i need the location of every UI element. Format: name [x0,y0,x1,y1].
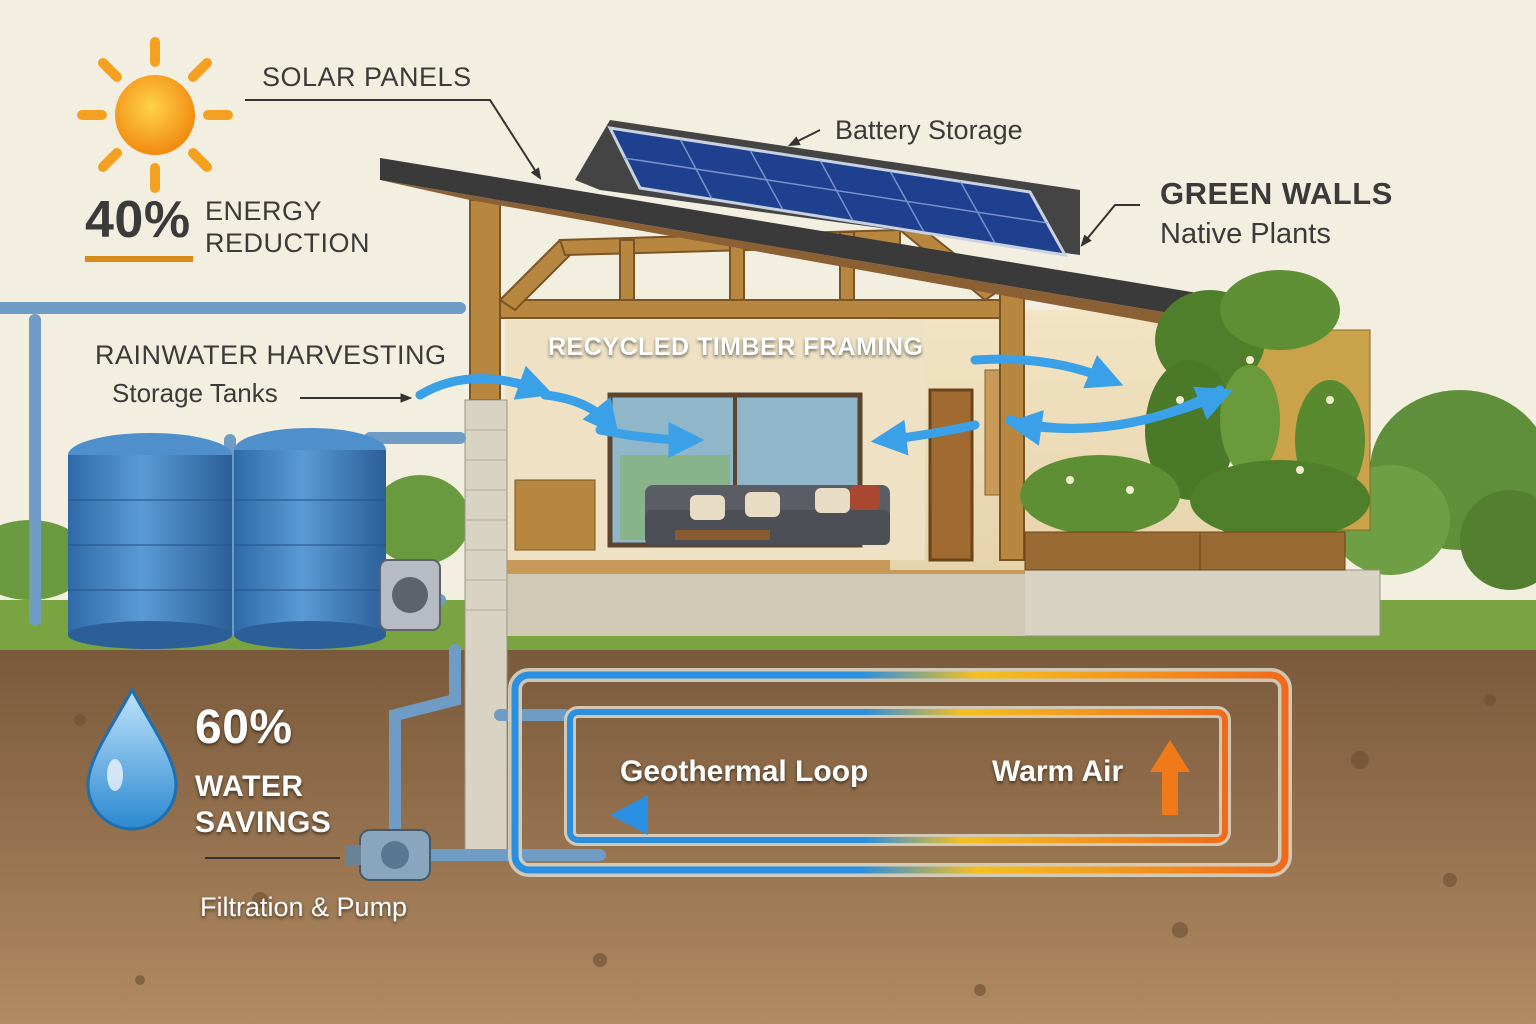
sun-icon [77,37,233,193]
geothermal-loop-label: Geothermal Loop [620,755,869,788]
battery-storage-label: Battery Storage [835,115,1023,145]
water-stat-value: 60% [195,701,293,754]
solar-panels-label: SOLAR PANELS [262,62,472,92]
foundation-wall [1019,569,1381,637]
brick-pier [464,399,508,861]
water-drop-icon [86,686,178,831]
cold-flow-arrowhead [610,795,648,835]
warm-air-arrowhead [1150,740,1190,772]
roof-fascia [380,180,1240,338]
green-walls-label: GREEN WALLS [1160,176,1393,211]
water-stat-line1: WATER [195,770,304,803]
solar-panel-array [607,126,1068,257]
water-stat-line2: SAVINGS [195,806,332,839]
soil-pebbles [74,694,1496,996]
storage-tanks-label: Storage Tanks [112,378,278,408]
energy-stat-value: 40% [85,191,191,249]
door [928,388,974,562]
energy-stat-line2: REDUCTION [205,228,370,258]
roof [380,158,1240,325]
leader-lines [205,99,1140,859]
sofa [645,485,890,545]
geothermal-loop [508,668,1292,877]
rainwater-harvesting-label: RAINWATER HARVESTING [95,340,447,370]
recycled-timber-label: RECYCLED TIMBER FRAMING [548,333,924,361]
crawl-space [505,570,1025,636]
warm-air-label: Warm Air [992,755,1124,788]
energy-underline [85,256,193,262]
energy-stat-line1: ENERGY [205,196,323,226]
green-wall [1020,270,1371,571]
filtration-pump-label: Filtration & Pump [200,892,408,922]
filtration-pump [345,829,431,881]
kitchen-cabinet [514,479,596,551]
surface-pump [379,559,441,631]
storage-tanks [68,428,386,649]
airflow-arrows [415,354,1234,458]
native-plants-label: Native Plants [1160,218,1331,250]
